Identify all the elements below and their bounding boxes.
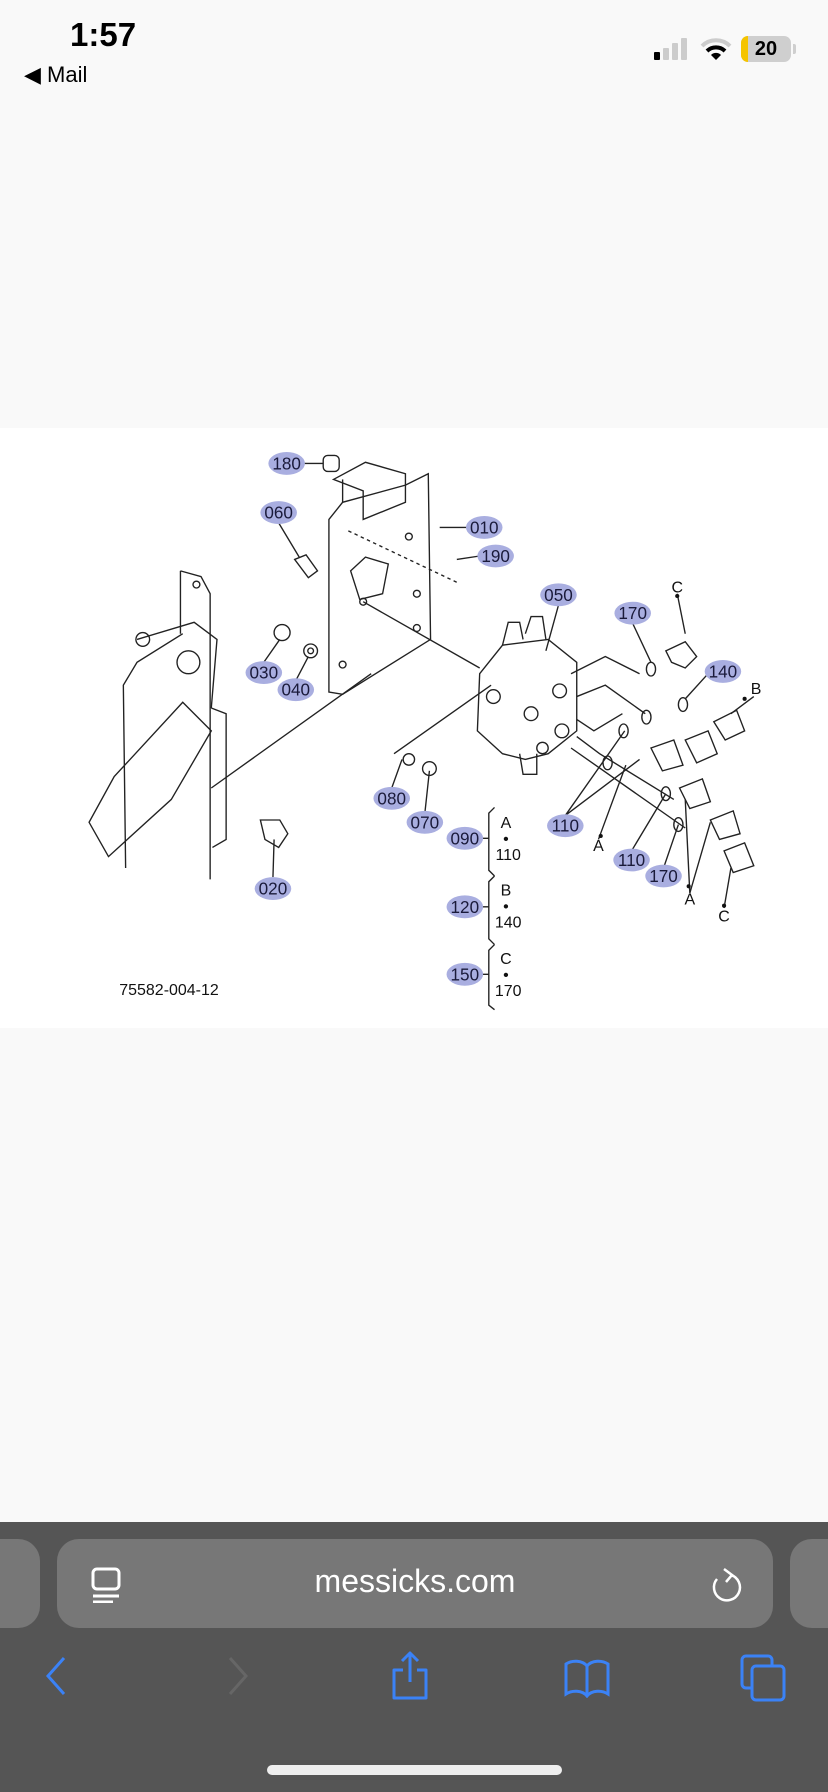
svg-text:070: 070 bbox=[411, 812, 440, 832]
bookmarks-icon[interactable] bbox=[562, 1658, 612, 1698]
ref-letter: A bbox=[593, 838, 604, 855]
diagram-code: 75582-004-12 bbox=[119, 982, 219, 999]
svg-text:060: 060 bbox=[264, 503, 293, 523]
callout-110[interactable]: 110 bbox=[613, 848, 650, 872]
svg-text:010: 010 bbox=[470, 517, 499, 537]
ref-letter: A bbox=[684, 891, 695, 908]
ref-letter: B bbox=[751, 681, 762, 698]
callout-070[interactable]: 070 bbox=[406, 810, 444, 834]
svg-text:120: 120 bbox=[451, 897, 480, 917]
callout-030[interactable]: 030 bbox=[245, 661, 283, 684]
kit-bracket-a: A•110 bbox=[495, 815, 521, 864]
callout-150[interactable]: 150 bbox=[446, 962, 484, 986]
svg-text:020: 020 bbox=[259, 879, 288, 899]
callout-140[interactable]: 140 bbox=[704, 660, 742, 683]
svg-text:•: • bbox=[503, 898, 509, 915]
back-to-mail-link[interactable]: ◀ Mail bbox=[24, 62, 88, 87]
svg-text:110: 110 bbox=[495, 847, 521, 864]
kit-bracket-b: B•140 bbox=[495, 882, 522, 931]
battery-indicator: 20 bbox=[741, 36, 791, 62]
wifi-icon bbox=[700, 38, 732, 60]
parts-diagram[interactable]: 180 060 010 190 050 170 140 030 040 080 … bbox=[0, 428, 828, 1028]
svg-text:C: C bbox=[500, 951, 512, 968]
callout-010[interactable]: 010 bbox=[465, 516, 503, 539]
svg-text:A: A bbox=[501, 815, 512, 832]
share-icon[interactable] bbox=[390, 1650, 430, 1702]
status-time: 1:57 bbox=[70, 16, 137, 53]
callout-080[interactable]: 080 bbox=[373, 786, 411, 810]
battery-nub bbox=[793, 44, 796, 54]
reader-icon[interactable] bbox=[91, 1567, 123, 1603]
control-valve bbox=[476, 638, 578, 761]
svg-text:090: 090 bbox=[451, 828, 480, 848]
lever-pedal bbox=[88, 701, 213, 858]
address-bar[interactable]: messicks.com bbox=[57, 1539, 773, 1628]
home-indicator[interactable] bbox=[267, 1765, 562, 1775]
battery-level: 20 bbox=[754, 38, 778, 60]
bracket-plate bbox=[328, 472, 432, 696]
svg-text:B: B bbox=[501, 882, 512, 899]
svg-text:•: • bbox=[503, 967, 509, 984]
next-tab-pill[interactable] bbox=[790, 1539, 828, 1628]
kit-bracket-c: C•170 bbox=[495, 951, 522, 1000]
ref-letter: C bbox=[718, 909, 730, 926]
previous-tab-pill[interactable] bbox=[0, 1539, 40, 1628]
callout-020[interactable]: 020 bbox=[254, 877, 292, 900]
svg-text:110: 110 bbox=[552, 816, 579, 836]
svg-text:170: 170 bbox=[618, 603, 647, 623]
lever-frame bbox=[122, 570, 211, 880]
callout-190[interactable]: 190 bbox=[477, 544, 514, 568]
cellular-signal-icon bbox=[654, 38, 687, 60]
svg-text:050: 050 bbox=[544, 585, 573, 605]
callout-090[interactable]: 090 bbox=[446, 826, 484, 850]
svg-text:170: 170 bbox=[495, 983, 522, 1000]
svg-text:140: 140 bbox=[709, 661, 738, 681]
svg-text:180: 180 bbox=[272, 453, 301, 473]
callout-120[interactable]: 120 bbox=[446, 895, 484, 919]
callout-110[interactable]: 110 bbox=[547, 814, 584, 838]
tabs-icon[interactable] bbox=[740, 1654, 786, 1702]
reload-icon[interactable] bbox=[709, 1565, 743, 1605]
callout-180[interactable]: 180 bbox=[268, 452, 305, 475]
callout-170[interactable]: 170 bbox=[645, 864, 682, 888]
callout-170[interactable]: 170 bbox=[614, 601, 651, 625]
callout-040[interactable]: 040 bbox=[277, 678, 315, 702]
back-icon[interactable] bbox=[44, 1654, 70, 1698]
browser-toolbar: messicks.com bbox=[0, 1522, 828, 1792]
callout-050[interactable]: 050 bbox=[540, 583, 577, 607]
svg-text:170: 170 bbox=[649, 866, 678, 886]
svg-text:040: 040 bbox=[282, 680, 311, 700]
callout-060[interactable]: 060 bbox=[260, 501, 297, 524]
svg-text:•: • bbox=[503, 831, 509, 848]
svg-text:190: 190 bbox=[481, 546, 510, 566]
svg-text:080: 080 bbox=[377, 788, 406, 808]
url-text[interactable]: messicks.com bbox=[314, 1563, 516, 1599]
svg-text:110: 110 bbox=[618, 850, 645, 870]
ref-letter: C bbox=[671, 579, 683, 596]
svg-text:150: 150 bbox=[451, 964, 480, 984]
svg-text:030: 030 bbox=[250, 663, 279, 683]
forward-icon[interactable] bbox=[224, 1654, 250, 1698]
svg-text:140: 140 bbox=[495, 914, 522, 931]
